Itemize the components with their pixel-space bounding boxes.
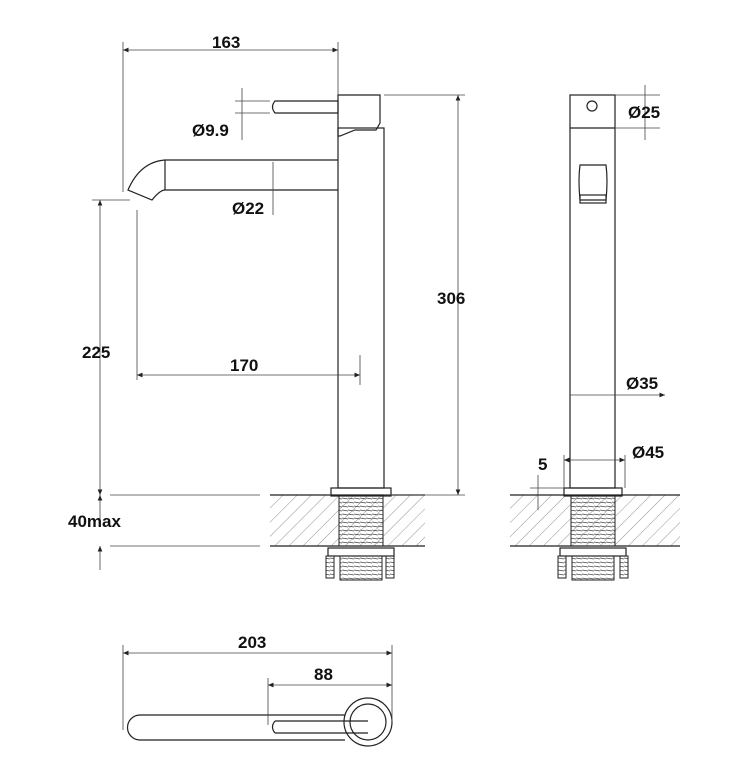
dim-40max: 40max (68, 512, 121, 531)
dim-head-dia: Ø25 (628, 103, 660, 122)
dim-base-height: 5 (538, 455, 547, 474)
dim-306: 306 (437, 289, 465, 308)
dim-225: 225 (82, 343, 110, 362)
dim-body-dia: Ø35 (626, 374, 658, 393)
dim-lever-dia: Ø9.9 (192, 121, 229, 140)
dim-203: 203 (238, 633, 266, 652)
dim-170: 170 (230, 356, 258, 375)
front-view: 163 Ø9.9 Ø22 306 225 170 40max (68, 33, 465, 581)
top-view: 203 88 (122, 633, 393, 747)
dim-spout-dia: Ø22 (232, 199, 264, 218)
dim-base-dia: Ø45 (632, 443, 664, 462)
dim-163: 163 (212, 33, 240, 52)
dim-88: 88 (314, 665, 333, 684)
side-view: Ø25 Ø35 Ø45 5 (510, 85, 680, 581)
